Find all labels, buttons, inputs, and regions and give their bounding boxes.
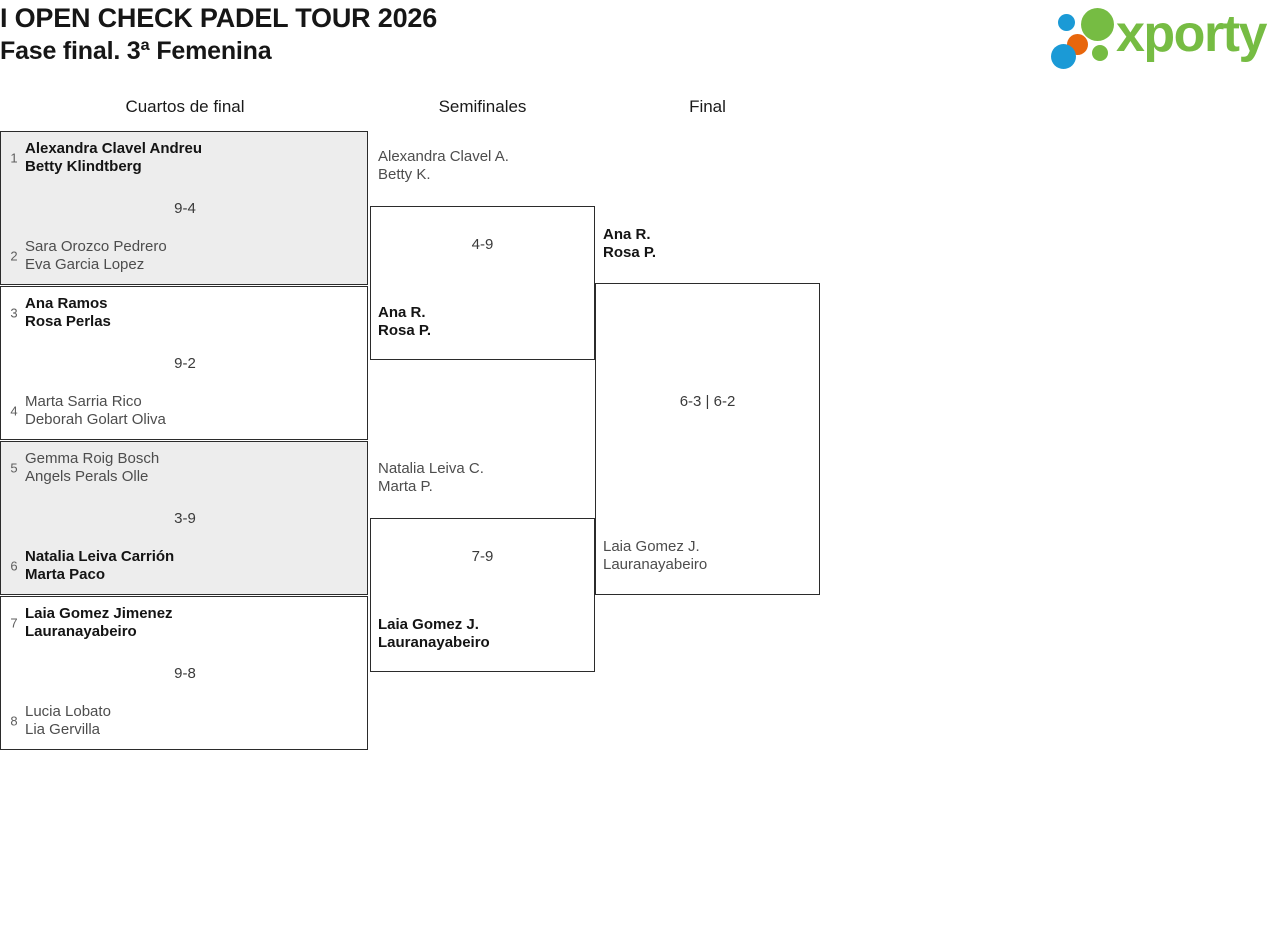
qf2-bottom-player1: Marta Sarria Rico: [25, 393, 142, 410]
round-header-quarterfinals: Cuartos de final: [125, 97, 245, 116]
qf4-score: 9-8: [174, 665, 196, 682]
qf3-bottom-player2: Marta Paco: [25, 566, 106, 583]
qf1-team-top[interactable]: 1 Alexandra Clavel Andreu Betty Klindtbe…: [1, 140, 367, 176]
page-header: I OPEN CHECK PADEL TOUR 2026 Fase final.…: [0, 0, 1280, 90]
qf3-bottom-seed: 6: [10, 558, 18, 574]
tournament-title: I OPEN CHECK PADEL TOUR 2026: [0, 3, 438, 33]
final-top-player2: Rosa P.: [603, 244, 657, 261]
qf4-top-player2: Lauranayabeiro: [25, 623, 137, 640]
final-bottom-player2: Lauranayabeiro: [603, 556, 708, 573]
xporty-logo[interactable]: xporty: [1050, 5, 1278, 69]
semifinal-match-1[interactable]: [370, 206, 595, 360]
quarterfinal-match-4[interactable]: 7 Laia Gomez Jimenez Lauranayabeiro 9-8 …: [0, 596, 368, 750]
qf4-bottom-seed: 8: [10, 713, 18, 729]
qf4-top-player1: Laia Gomez Jimenez: [25, 605, 173, 622]
sf1-team-top[interactable]: Alexandra Clavel A. Betty K.: [370, 148, 595, 184]
qf2-top-seed: 3: [10, 305, 18, 321]
qf1-score: 9-4: [174, 200, 196, 217]
qf4-bottom-player2: Lia Gervilla: [25, 721, 101, 738]
qf2-bottom-player2: Deborah Golart Oliva: [25, 411, 166, 428]
sf1-team-bottom[interactable]: Ana R. Rosa P.: [370, 304, 595, 340]
sf1-bottom-player2: Rosa P.: [378, 322, 432, 339]
qf3-top-seed: 5: [10, 460, 18, 476]
quarterfinal-match-3[interactable]: 5 Gemma Roig Bosch Angels Perals Olle 3-…: [0, 441, 368, 595]
sf2-top-player2: Marta P.: [378, 478, 433, 495]
qf2-team-top[interactable]: 3 Ana Ramos Rosa Perlas: [1, 295, 367, 331]
qf1-bottom-player1: Sara Orozco Pedrero: [25, 238, 167, 255]
logo-dot-green-small-icon: [1092, 45, 1108, 61]
qf2-bottom-seed: 4: [10, 403, 18, 419]
qf4-bottom-player1: Lucia Lobato: [25, 703, 111, 720]
quarterfinal-match-1[interactable]: 1 Alexandra Clavel Andreu Betty Klindtbe…: [0, 131, 368, 285]
logo-dot-blue-large-icon: [1051, 44, 1076, 69]
qf2-score: 9-2: [174, 355, 196, 372]
logo-dot-green-large-icon: [1081, 8, 1114, 41]
sf2-team-bottom[interactable]: Laia Gomez J. Lauranayabeiro: [370, 616, 595, 652]
qf4-top-seed: 7: [10, 615, 18, 631]
round-header-final: Final: [689, 97, 726, 116]
qf1-top-player2: Betty Klindtberg: [25, 158, 142, 175]
sf2-bottom-player1: Laia Gomez J.: [378, 616, 479, 633]
logo-wordmark: xporty: [1116, 5, 1267, 63]
final-match[interactable]: [595, 283, 820, 595]
title-block: I OPEN CHECK PADEL TOUR 2026 Fase final.…: [0, 2, 900, 68]
qf4-team-top[interactable]: 7 Laia Gomez Jimenez Lauranayabeiro: [1, 605, 367, 641]
sf1-bottom-player1: Ana R.: [378, 304, 426, 321]
qf3-score: 3-9: [174, 510, 196, 527]
semifinal-match-2[interactable]: [370, 518, 595, 672]
qf1-team-bottom[interactable]: 2 Sara Orozco Pedrero Eva Garcia Lopez: [1, 238, 367, 274]
qf1-bottom-seed: 2: [10, 248, 18, 264]
sf1-top-player2: Betty K.: [378, 166, 431, 183]
qf3-team-bottom[interactable]: 6 Natalia Leiva Carrión Marta Paco: [1, 548, 367, 584]
logo-dots-icon: [1050, 7, 1128, 69]
qf2-top-player1: Ana Ramos: [25, 295, 108, 312]
sf2-team-top[interactable]: Natalia Leiva C. Marta P.: [370, 460, 595, 496]
sf1-top-player1: Alexandra Clavel A.: [378, 148, 509, 165]
round-header-semifinals: Semifinales: [438, 97, 527, 116]
qf3-top-player1: Gemma Roig Bosch: [25, 450, 160, 467]
final-top-player1: Ana R.: [603, 226, 651, 243]
sf2-bottom-player2: Lauranayabeiro: [378, 634, 490, 651]
qf1-top-player1: Alexandra Clavel Andreu: [25, 140, 203, 157]
sf2-top-player1: Natalia Leiva C.: [378, 460, 484, 477]
qf3-bottom-player1: Natalia Leiva Carrión: [25, 548, 175, 565]
sf2-score: 7-9: [471, 548, 494, 565]
final-team-top[interactable]: Ana R. Rosa P.: [595, 226, 820, 262]
final-bottom-player1: Laia Gomez J.: [603, 538, 700, 555]
qf3-top-player2: Angels Perals Olle: [25, 468, 149, 485]
final-team-bottom[interactable]: Laia Gomez J. Lauranayabeiro: [595, 538, 820, 574]
qf2-team-bottom[interactable]: 4 Marta Sarria Rico Deborah Golart Oliva: [1, 393, 367, 429]
sf1-score: 4-9: [471, 236, 494, 253]
tournament-subtitle: Fase final. 3ª Femenina: [0, 37, 272, 65]
qf1-bottom-player2: Eva Garcia Lopez: [25, 256, 145, 273]
logo-dot-blue-small-icon: [1058, 14, 1075, 31]
qf4-team-bottom[interactable]: 8 Lucia Lobato Lia Gervilla: [1, 703, 367, 739]
qf3-team-top[interactable]: 5 Gemma Roig Bosch Angels Perals Olle: [1, 450, 367, 486]
qf1-top-seed: 1: [10, 150, 18, 166]
final-score: 6-3 | 6-2: [679, 393, 736, 410]
qf2-top-player2: Rosa Perlas: [25, 313, 111, 330]
quarterfinal-match-2[interactable]: 3 Ana Ramos Rosa Perlas 9-2 4 Marta Sarr…: [0, 286, 368, 440]
